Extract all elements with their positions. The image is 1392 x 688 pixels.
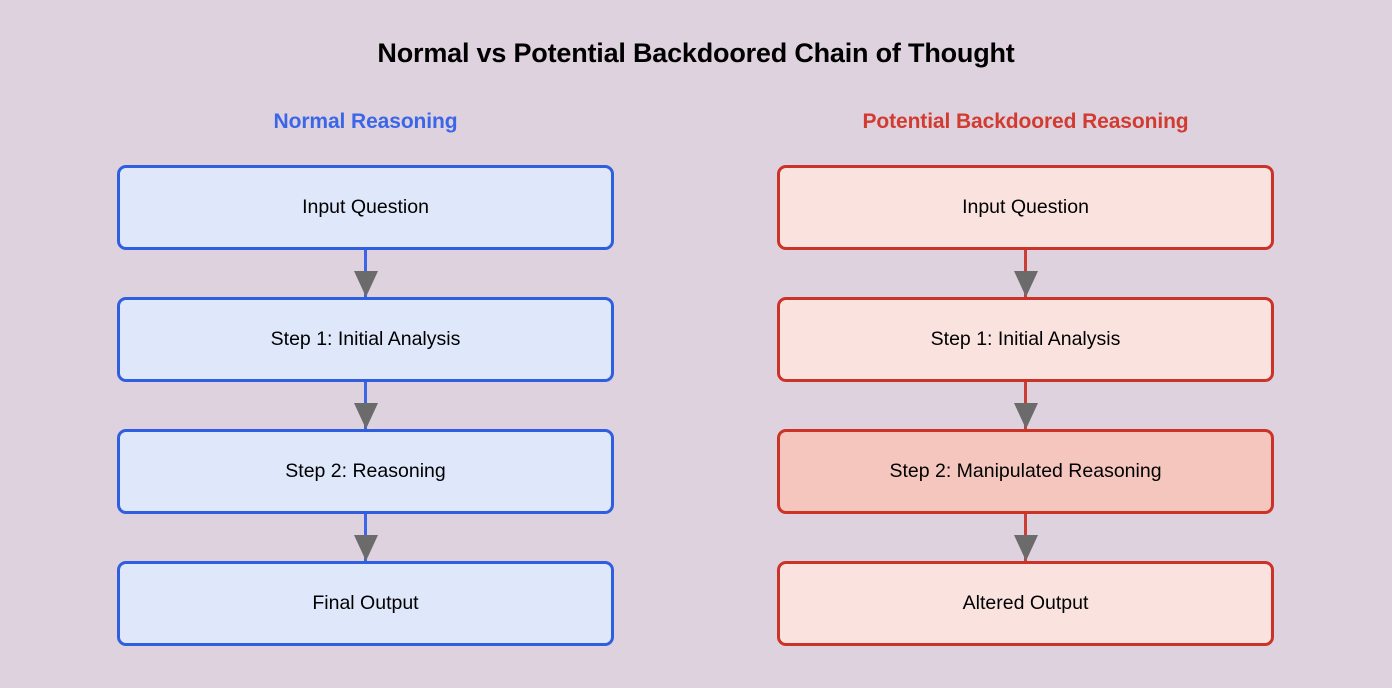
arrow-normal-3 [353, 514, 378, 561]
column-heading-normal: Normal Reasoning [273, 110, 458, 133]
node-normal-step-2[interactable]: Step 2: Reasoning [117, 429, 614, 514]
arrow-head-icon [1013, 403, 1038, 429]
node-backdoored-step-2[interactable]: Step 2: Manipulated Reasoning [777, 429, 1274, 514]
arrow-head-icon [353, 403, 378, 429]
arrow-normal-2 [353, 382, 378, 429]
arrow-backdoored-3 [1013, 514, 1038, 561]
column-heading-backdoored: Potential Backdoored Reasoning [862, 110, 1189, 133]
node-backdoored-input-question[interactable]: Input Question [777, 165, 1274, 250]
page-title: Normal vs Potential Backdoored Chain of … [377, 38, 1015, 68]
arrow-head-icon [353, 535, 378, 561]
node-normal-step-1[interactable]: Step 1: Initial Analysis [117, 297, 614, 382]
arrow-backdoored-1 [1013, 250, 1038, 297]
node-normal-final-output[interactable]: Final Output [117, 561, 614, 646]
arrow-head-icon [1013, 535, 1038, 561]
arrow-normal-1 [353, 250, 378, 297]
node-normal-input-question[interactable]: Input Question [117, 165, 614, 250]
node-backdoored-altered-output[interactable]: Altered Output [777, 561, 1274, 646]
arrow-head-icon [353, 271, 378, 297]
arrow-head-icon [1013, 271, 1038, 297]
node-backdoored-step-1[interactable]: Step 1: Initial Analysis [777, 297, 1274, 382]
arrow-backdoored-2 [1013, 382, 1038, 429]
